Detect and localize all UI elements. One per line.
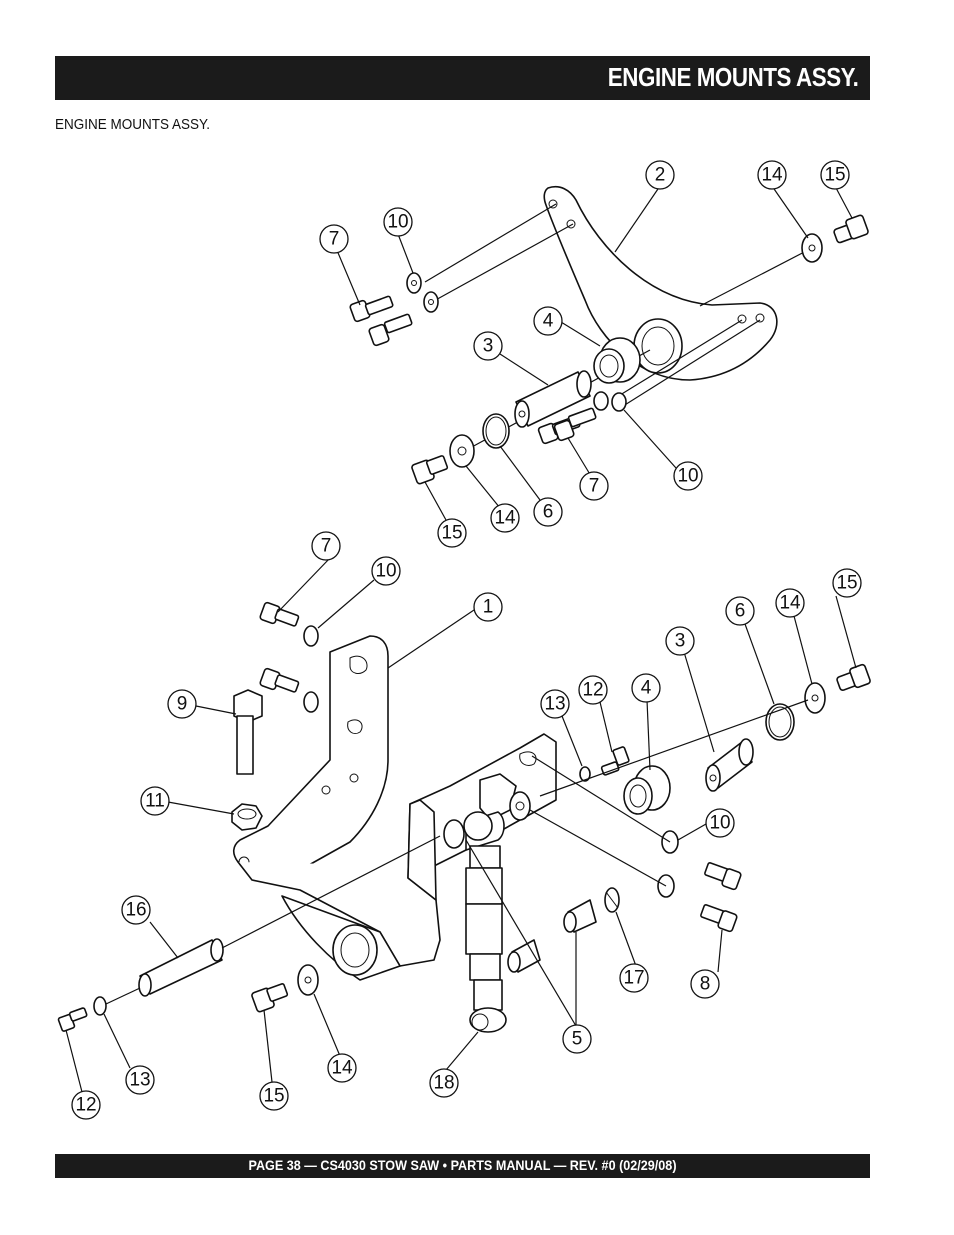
svg-text:15: 15 <box>836 573 857 594</box>
callout-10: 10 <box>673 461 703 491</box>
svg-text:3: 3 <box>483 336 494 357</box>
callout-12: 12 <box>578 675 608 705</box>
callout-9: 9 <box>167 689 197 719</box>
header-bar: ENGINE MOUNTS ASSY. <box>55 56 870 100</box>
svg-text:10: 10 <box>677 466 698 487</box>
svg-text:7: 7 <box>589 476 600 497</box>
svg-text:10: 10 <box>709 813 730 834</box>
svg-text:8: 8 <box>700 974 711 995</box>
svg-text:15: 15 <box>824 165 845 186</box>
svg-text:7: 7 <box>321 536 332 557</box>
callout-15: 15 <box>259 1081 289 1111</box>
callout-6: 6 <box>533 497 563 527</box>
svg-text:1: 1 <box>483 597 494 618</box>
callout-7: 7 <box>579 471 609 501</box>
callout-15: 15 <box>820 160 850 190</box>
part-2-bracket <box>543 185 778 381</box>
callout-15: 15 <box>832 568 862 598</box>
callout-10: 10 <box>705 808 735 838</box>
svg-text:11: 11 <box>145 791 165 812</box>
callout-7: 7 <box>319 224 349 254</box>
lower-assembly <box>57 557 871 1093</box>
callout-4: 4 <box>631 673 661 703</box>
svg-text:6: 6 <box>543 502 554 523</box>
callout-10: 10 <box>371 556 401 586</box>
callout-17: 17 <box>619 963 649 993</box>
svg-text:6: 6 <box>735 601 746 622</box>
svg-text:17: 17 <box>623 968 644 989</box>
svg-text:4: 4 <box>543 311 554 332</box>
svg-text:10: 10 <box>375 561 396 582</box>
callout-2: 2 <box>645 160 675 190</box>
callout-11: 11 <box>140 786 170 816</box>
callout-7: 7 <box>311 531 341 561</box>
part-callouts: 2 14 15 7 10 4 3 10 7 6 14 15 7 10 1 15 … <box>71 160 862 1120</box>
svg-text:7: 7 <box>329 229 340 250</box>
svg-text:15: 15 <box>263 1086 284 1107</box>
footer-bar: PAGE 38 — CS4030 STOW SAW • PARTS MANUAL… <box>55 1154 870 1178</box>
part-18-turnbuckle <box>463 811 507 1033</box>
svg-text:14: 14 <box>761 165 783 186</box>
svg-text:15: 15 <box>441 523 462 544</box>
callout-14: 14 <box>775 588 805 618</box>
svg-text:9: 9 <box>177 694 188 715</box>
svg-text:5: 5 <box>572 1029 583 1050</box>
callout-13: 13 <box>540 689 570 719</box>
callout-14: 14 <box>490 503 520 533</box>
svg-text:4: 4 <box>641 678 652 699</box>
callout-18: 18 <box>429 1068 459 1098</box>
callout-12: 12 <box>71 1090 101 1120</box>
callout-3: 3 <box>665 626 695 656</box>
callout-14: 14 <box>327 1053 357 1083</box>
svg-text:14: 14 <box>331 1058 353 1079</box>
callout-6: 6 <box>725 596 755 626</box>
svg-text:10: 10 <box>387 212 408 233</box>
part-7-bolt <box>368 313 413 347</box>
svg-text:14: 14 <box>779 593 801 614</box>
callout-3: 3 <box>473 331 503 361</box>
callout-10: 10 <box>383 207 413 237</box>
part-7-bolt <box>349 295 394 323</box>
svg-text:13: 13 <box>129 1070 150 1091</box>
callout-14: 14 <box>757 160 787 190</box>
svg-text:3: 3 <box>675 631 686 652</box>
callout-15: 15 <box>437 518 467 548</box>
svg-text:2: 2 <box>655 165 666 186</box>
footer-text: PAGE 38 — CS4030 STOW SAW • PARTS MANUAL… <box>248 1157 677 1173</box>
callout-5: 5 <box>562 1024 592 1054</box>
callout-16: 16 <box>121 895 151 925</box>
page-title: ENGINE MOUNTS ASSY. <box>607 62 858 92</box>
svg-text:14: 14 <box>494 508 516 529</box>
callout-8: 8 <box>690 969 720 999</box>
svg-text:16: 16 <box>125 900 146 921</box>
callout-4: 4 <box>533 306 563 336</box>
callout-13: 13 <box>125 1065 155 1095</box>
callout-1: 1 <box>473 592 503 622</box>
svg-text:18: 18 <box>433 1073 454 1094</box>
svg-text:13: 13 <box>544 694 565 715</box>
svg-text:12: 12 <box>582 680 603 701</box>
upper-assembly <box>335 185 869 521</box>
part-1-plate <box>232 635 389 875</box>
section-subtitle: ENGINE MOUNTS ASSY. <box>55 116 211 133</box>
svg-text:12: 12 <box>75 1095 96 1116</box>
